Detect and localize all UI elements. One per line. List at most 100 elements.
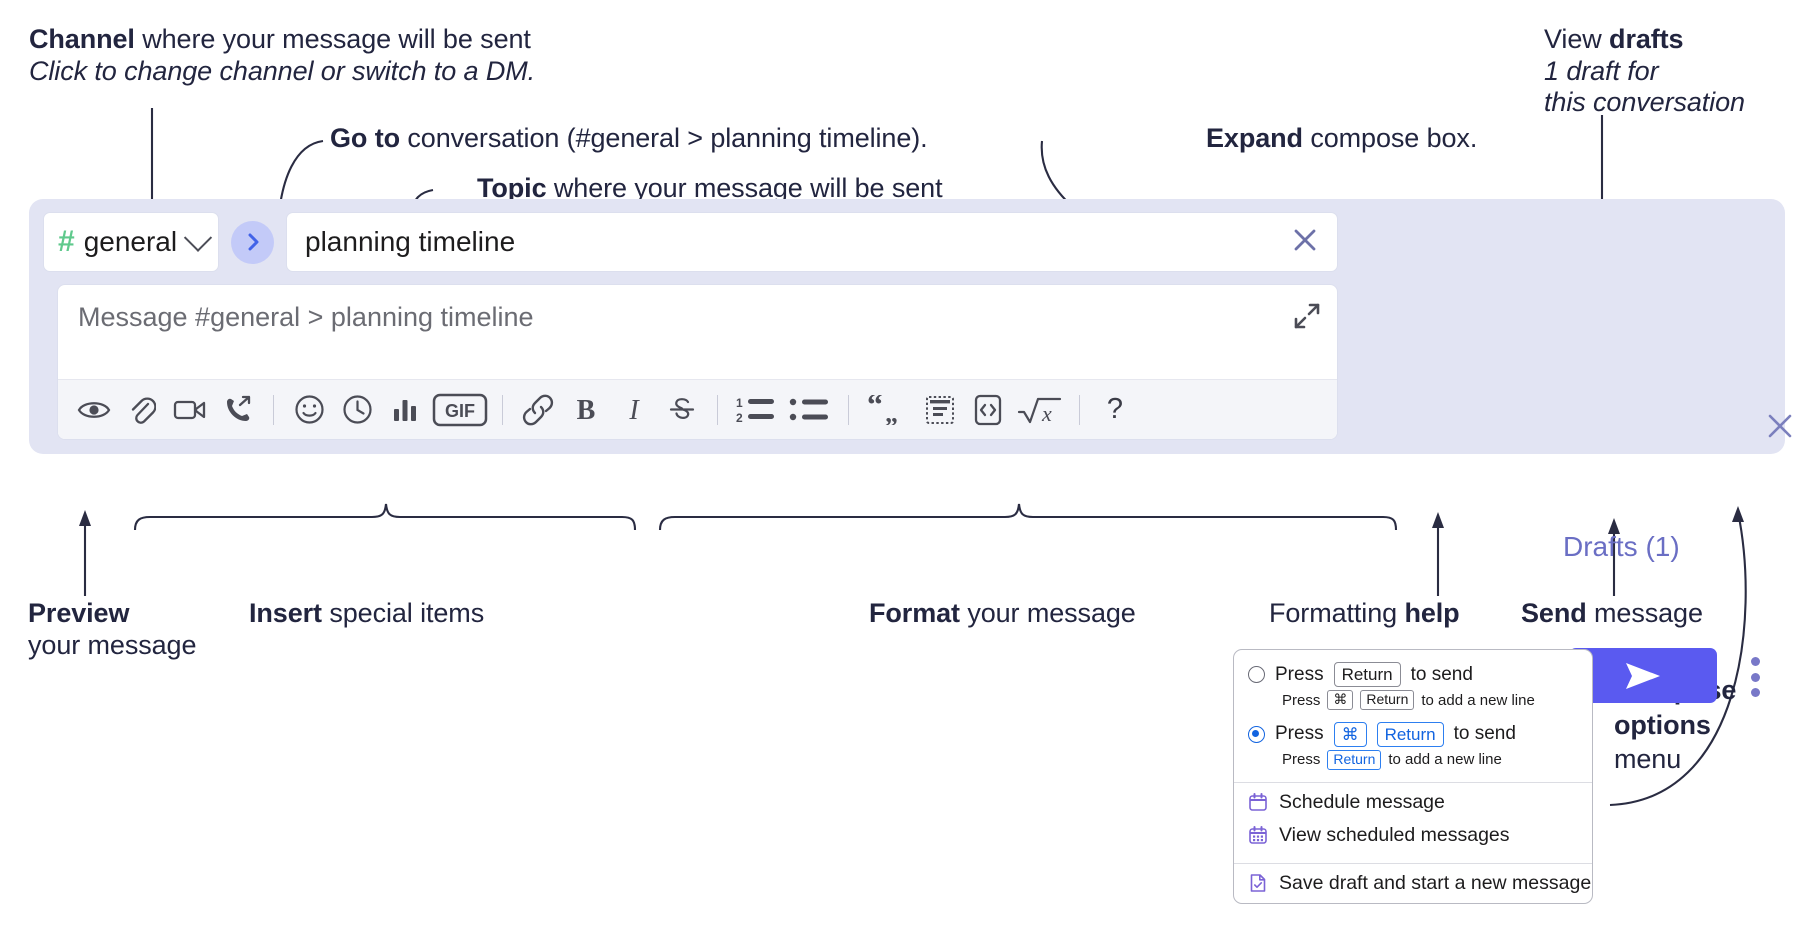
- key-return: Return: [1327, 750, 1382, 770]
- annotation-topic-bold: Topic: [477, 173, 547, 203]
- svg-text:„: „: [885, 399, 898, 425]
- key-return: Return: [1360, 690, 1415, 710]
- calendar-grid-icon: [1248, 825, 1268, 845]
- toolbar-separator: [273, 394, 274, 425]
- annotation-channel-bold: Channel: [29, 24, 135, 54]
- annotation-send: Send message: [1521, 598, 1703, 630]
- annotation-format: Format your message: [869, 598, 1136, 630]
- option-press-cmd-return-to-send[interactable]: Press ⌘ Return to send: [1234, 720, 1592, 749]
- option-press-cmd-return-sub: Press Return to add a new line: [1234, 749, 1592, 774]
- annotation-help-lead: Formatting: [1269, 598, 1405, 628]
- compose-inner: # general planning timeline Message #ge: [43, 212, 1338, 440]
- link-icon[interactable]: [514, 388, 562, 432]
- bold-icon[interactable]: B: [562, 388, 610, 432]
- annotation-send-bold: Send: [1521, 598, 1587, 628]
- compose-options-menu[interactable]: Press Return to send Press ⌘ Return to a…: [1233, 649, 1593, 904]
- svg-text:“: “: [867, 395, 883, 422]
- drafts-link[interactable]: Drafts (1): [1563, 531, 1680, 562]
- annotation-drafts-sub1: 1 draft for: [1544, 55, 1659, 86]
- radio-selected[interactable]: [1248, 725, 1265, 743]
- expand-compose-icon[interactable]: [1292, 301, 1322, 331]
- annotation-topic-rest: where your message will be sent: [546, 173, 943, 203]
- option-press-label: Press: [1275, 663, 1324, 685]
- draft-check-icon: [1248, 873, 1268, 893]
- toolbar-separator: [717, 394, 718, 425]
- menu-item-label: Save draft and start a new message: [1279, 871, 1592, 894]
- menu-divider: [1234, 862, 1592, 864]
- annotation-expand-rest: compose box.: [1302, 123, 1478, 153]
- kebab-dot: [1750, 688, 1760, 697]
- bulleted-list-icon[interactable]: [783, 388, 837, 432]
- channel-name: general: [83, 226, 178, 257]
- annotation-drafts-sub2: this conversation: [1544, 87, 1745, 118]
- message-input-box[interactable]: Message #general > planning timeline: [57, 284, 1338, 440]
- annotation-insert-bold: Insert: [249, 598, 322, 628]
- option-press-label: Press: [1275, 723, 1324, 745]
- kebab-dot: [1750, 672, 1760, 682]
- attachment-icon[interactable]: [118, 388, 166, 432]
- option-press-return-sub: Press ⌘ Return to add a new line: [1234, 689, 1592, 714]
- annotation-preview: Preview your message: [28, 598, 196, 661]
- option-press-return-to-send[interactable]: Press Return to send: [1234, 660, 1592, 689]
- menu-item-save-draft[interactable]: Save draft and start a new message: [1234, 864, 1592, 903]
- code-block-icon[interactable]: [916, 388, 964, 432]
- option-tail-label: to send: [1453, 723, 1516, 745]
- menu-item-schedule-message[interactable]: Schedule message: [1234, 783, 1592, 822]
- sub-tail-label: to add a new line: [1388, 751, 1502, 769]
- svg-text:B: B: [577, 395, 596, 425]
- toolbar-separator: [848, 394, 849, 425]
- annotation-drafts-bold: drafts: [1609, 24, 1684, 54]
- compose-options-kebab-icon[interactable]: [1744, 657, 1766, 697]
- menu-item-label: Schedule message: [1279, 790, 1445, 813]
- close-icon[interactable]: [1765, 411, 1795, 441]
- annotation-help-bold: help: [1404, 598, 1460, 628]
- italic-icon[interactable]: I: [610, 388, 658, 432]
- annotation-topic: Topic where your message will be sent: [477, 173, 943, 205]
- channel-select[interactable]: # general: [43, 212, 219, 272]
- svg-text:GIF: GIF: [445, 401, 475, 421]
- goto-conversation-button[interactable]: [231, 220, 274, 264]
- annotation-format-rest: your message: [959, 598, 1136, 628]
- help-icon[interactable]: ?: [1091, 388, 1139, 432]
- math-icon[interactable]: x: [1012, 388, 1068, 432]
- annotation-drafts: View drafts 1 draft for this conversatio…: [1544, 24, 1745, 119]
- send-button[interactable]: [1569, 648, 1717, 703]
- topic-value: planning timeline: [305, 226, 516, 257]
- clock-icon[interactable]: [333, 388, 381, 432]
- menu-item-view-scheduled-messages[interactable]: View scheduled messages: [1234, 822, 1592, 855]
- kebab-dot: [1750, 657, 1760, 666]
- annotation-format-bold: Format: [869, 598, 960, 628]
- sub-press-label: Press: [1282, 751, 1321, 769]
- clear-topic-icon[interactable]: [1291, 226, 1319, 259]
- annotation-send-rest: message: [1586, 598, 1703, 628]
- menu-item-label: View scheduled messages: [1279, 823, 1510, 846]
- inline-code-icon[interactable]: [964, 388, 1012, 432]
- video-icon[interactable]: [166, 388, 214, 432]
- key-command: ⌘: [1333, 721, 1367, 747]
- strikethrough-icon[interactable]: [658, 388, 706, 432]
- ordered-list-icon[interactable]: 1 2: [729, 388, 783, 432]
- gif-icon[interactable]: GIF: [429, 388, 491, 432]
- annotation-goto: Go to conversation (#general > planning …: [330, 123, 928, 155]
- annotation-goto-bold: Go to: [330, 123, 400, 153]
- audio-call-icon[interactable]: [214, 388, 262, 432]
- topic-input[interactable]: planning timeline: [286, 212, 1338, 272]
- svg-text:1: 1: [736, 396, 743, 410]
- annotation-formatting-help: Formatting help: [1269, 598, 1460, 630]
- blockquote-icon[interactable]: “ „: [860, 388, 916, 432]
- toolbar-separator: [1079, 394, 1080, 425]
- annotation-expand: Expand compose box.: [1206, 123, 1477, 155]
- annotation-insert: Insert special items: [249, 598, 484, 630]
- chevron-down-icon: [183, 223, 213, 252]
- annotation-compose-options-line3: menu: [1614, 744, 1682, 775]
- radio-unselected[interactable]: [1248, 666, 1265, 684]
- poll-icon[interactable]: [381, 388, 429, 432]
- annotation-preview-bold: Preview: [28, 598, 130, 628]
- message-placeholder: Message #general > planning timeline: [78, 302, 534, 332]
- svg-text:2: 2: [736, 411, 743, 425]
- annotation-channel: Channel where your message will be sent …: [29, 24, 535, 87]
- preview-icon[interactable]: [70, 388, 118, 432]
- compose-header-row: # general planning timeline: [43, 212, 1338, 272]
- emoji-icon[interactable]: [285, 388, 333, 432]
- annotation-channel-rest: where your message will be sent: [134, 24, 531, 54]
